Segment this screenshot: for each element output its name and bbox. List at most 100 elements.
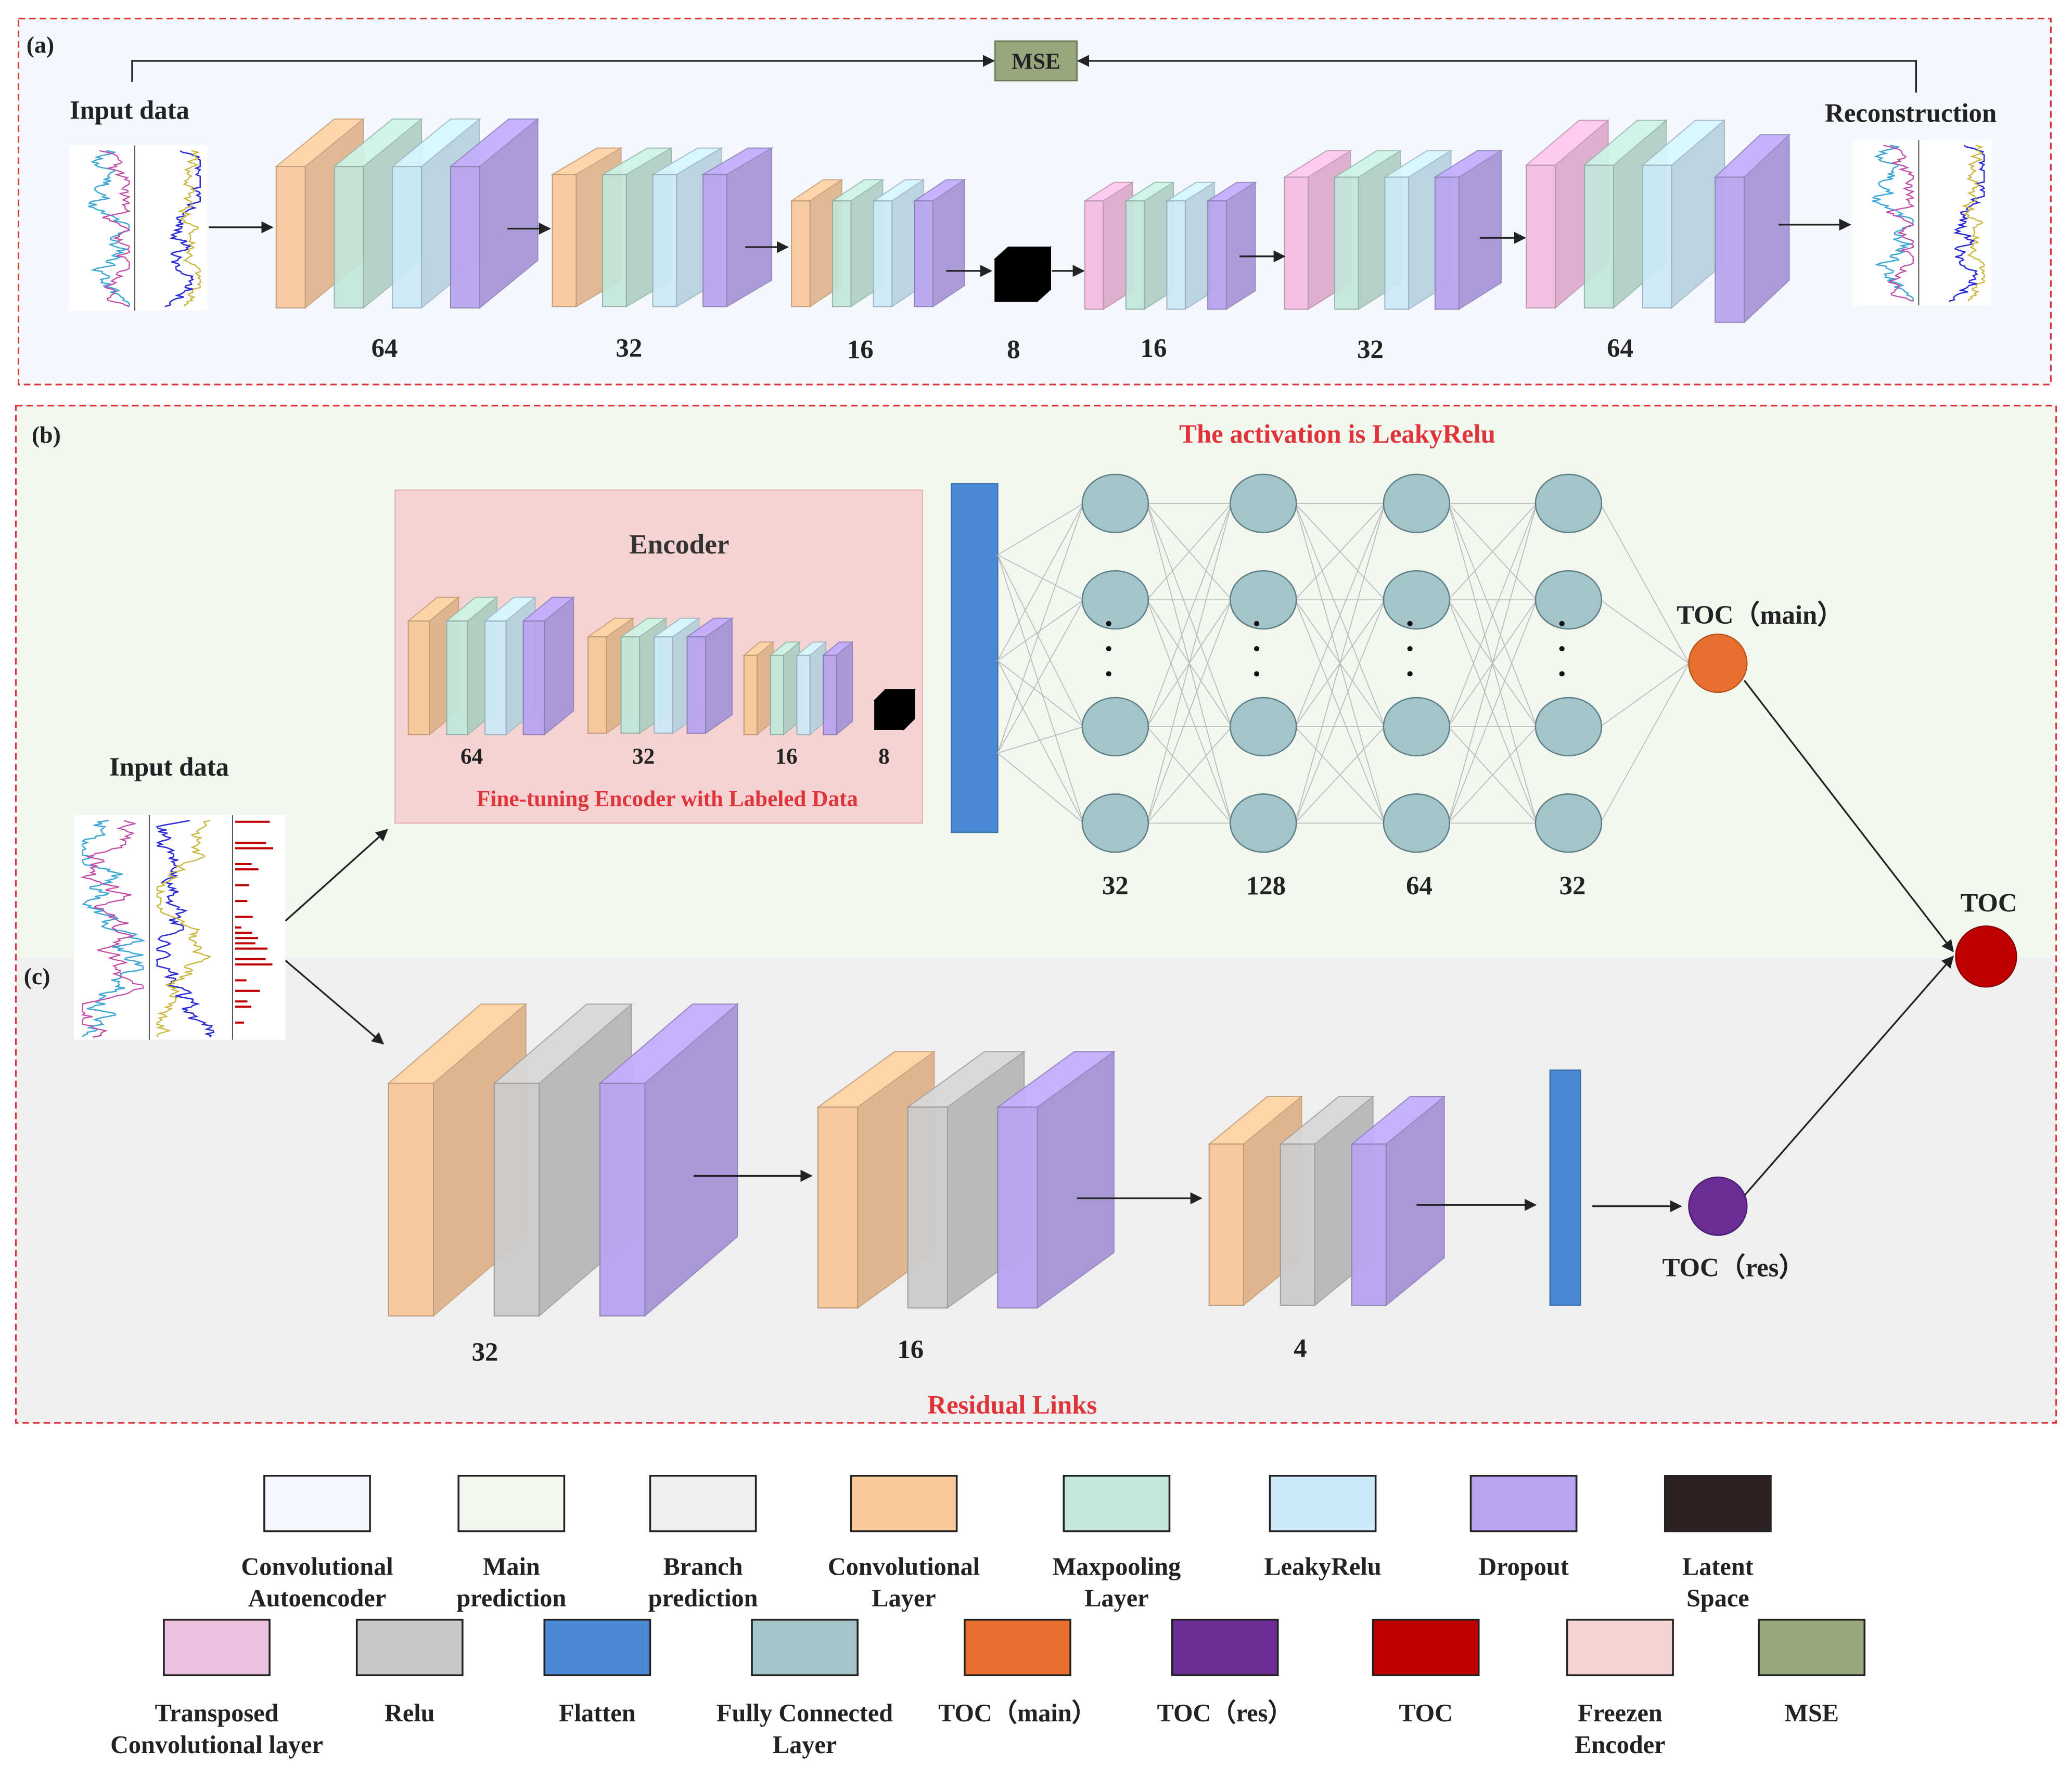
legend-label: TOC（res） (1157, 1699, 1293, 1727)
panel-a-size-64: 64 (372, 333, 398, 363)
dense-network-nodes (1081, 473, 1603, 853)
legend-label: TOC（main） (938, 1699, 1097, 1727)
legend-swatch (1063, 1475, 1171, 1533)
ellipsis-dot (1559, 671, 1565, 677)
dense-node (1230, 570, 1297, 630)
panel-a-flow-arrows (209, 218, 1851, 277)
legend-label: Transposed (155, 1699, 279, 1727)
maxpool-layer-block (769, 641, 801, 736)
dense-node (1383, 570, 1451, 630)
legend-label: Convolutional (828, 1553, 980, 1580)
dense-edge (1146, 503, 1232, 600)
panel-c-tag: (c) (24, 963, 50, 989)
toc-final-node (1955, 925, 2017, 988)
dense-size-32b: 32 (1559, 871, 1586, 900)
toc-res-label: TOC（res） (1662, 1253, 1806, 1282)
toc-final-label: TOC (1960, 888, 2017, 917)
reconstructed-log-curve (1872, 145, 1914, 302)
input-log-curve (87, 150, 130, 307)
panel-a-decoder-size-16: 16 (1141, 333, 1167, 363)
panel-a-layer-blocks (274, 118, 1791, 324)
legend-label: Layer (872, 1585, 936, 1612)
toc-res-node (1688, 1176, 1748, 1236)
dropout-layer-block (701, 147, 774, 308)
input-log-curve (80, 820, 144, 1038)
legend-swatch (1269, 1475, 1377, 1533)
legend-swatch (751, 1618, 859, 1677)
ellipsis-dot (1106, 621, 1111, 626)
input-log-curve (156, 820, 212, 1038)
dense-node (1534, 570, 1603, 630)
encoder-latent-size: 8 (878, 744, 890, 769)
dropout-layer-block (1433, 149, 1503, 311)
dense-node (1383, 793, 1451, 853)
dense-edge (1600, 663, 1690, 727)
panel-a-decoder-size-64: 64 (1607, 333, 1633, 363)
dropout-layer-block (449, 118, 540, 310)
legend-label: MSE (1784, 1699, 1839, 1727)
leakyrelu-layer-block (1641, 119, 1726, 310)
legend-label: Layer (773, 1731, 837, 1759)
main-to-final-arrow (1743, 680, 1954, 952)
legend-label: Branch (663, 1553, 743, 1580)
dense-edge (1146, 503, 1232, 727)
panel-bc-border (15, 405, 2057, 1424)
panel-b-input-signals (74, 815, 286, 1040)
legend-swatch (355, 1618, 464, 1677)
ellipsis-dot (1407, 621, 1413, 626)
panel-a-reconstruction-signals (1852, 140, 1992, 305)
dense-edge (997, 554, 1084, 600)
dense-edge (997, 660, 1084, 727)
legend-swatch (1171, 1618, 1279, 1677)
legend-label: Layer (1084, 1585, 1148, 1612)
dropout-layer-block (1713, 133, 1791, 324)
dense-edge (1294, 503, 1386, 823)
ellipsis-dot (1407, 646, 1413, 652)
panel-a-output-label: Reconstruction (1825, 98, 1997, 127)
dense-node (1230, 473, 1297, 533)
dense-edge (997, 503, 1084, 753)
legend-label: Main (483, 1553, 540, 1580)
panel-b-background (16, 405, 2056, 958)
conv-layer-block (742, 641, 775, 736)
legend-label: prediction (456, 1585, 566, 1612)
dense-edge (1295, 503, 1386, 600)
panel-a-size-32: 32 (616, 333, 642, 363)
dense-node (1081, 473, 1149, 533)
input-log-curve (177, 150, 201, 307)
dense-edge (1146, 726, 1232, 823)
legend-label: TOC (1399, 1699, 1453, 1727)
reconstructed-log-curve (1948, 145, 1986, 302)
input-to-encoder-arrow (285, 829, 388, 922)
dense-node (1230, 697, 1297, 757)
legend-label: Latent (1682, 1553, 1754, 1580)
legend-swatch (457, 1475, 566, 1533)
dropout-layer-block (1206, 181, 1258, 311)
maxpool-layer-block (1124, 181, 1175, 311)
transposed-conv-layer-block (1083, 181, 1134, 311)
leakyrelu-layer-block (1165, 181, 1217, 311)
dense-node (1534, 793, 1603, 853)
toc-label-bars (235, 820, 273, 1024)
branch-size-16: 16 (897, 1335, 924, 1364)
legend-swatch (850, 1475, 958, 1533)
reconstructed-log-curve (1961, 145, 1986, 302)
mse-box-label: MSE (1012, 49, 1060, 74)
latent-cube (993, 246, 1052, 303)
toc-main-label: TOC（main） (1677, 600, 1844, 629)
dense-edge (1448, 726, 1538, 823)
panel-a-tag: (a) (27, 32, 54, 58)
legend-label: Freezen (1578, 1699, 1662, 1727)
ellipsis-dot (1254, 671, 1260, 677)
dropout-layer-block (521, 596, 575, 736)
dense-edge (997, 599, 1084, 754)
panel-a-size-16: 16 (847, 334, 874, 364)
legend-label: Autoencoder (248, 1585, 386, 1612)
legend-label: Space (1686, 1585, 1749, 1612)
reconstructed-log-curve (1883, 145, 1915, 302)
mse-left-connector (131, 55, 995, 82)
panel-a-latent-size: 8 (1007, 334, 1020, 364)
legend-swatch (163, 1618, 271, 1677)
dense-edge (1448, 599, 1538, 823)
